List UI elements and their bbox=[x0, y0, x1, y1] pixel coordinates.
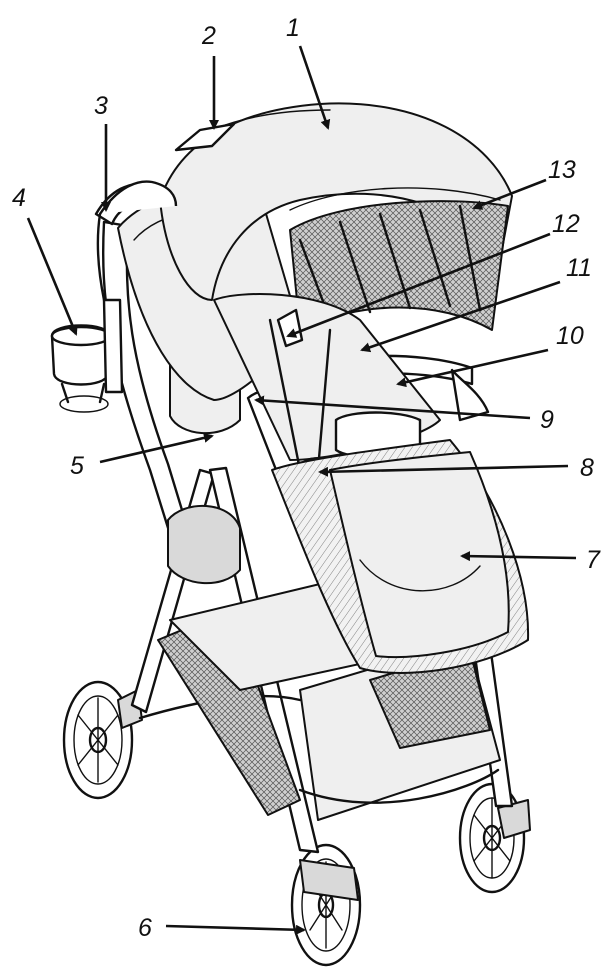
callout-12: 12 bbox=[286, 210, 580, 338]
callout-7: 7 bbox=[460, 546, 601, 574]
handlebar bbox=[96, 180, 178, 302]
callout-13: 13 bbox=[472, 156, 576, 210]
callout-label: 7 bbox=[586, 546, 601, 574]
cup-holder bbox=[50, 298, 124, 413]
callout-2: 2 bbox=[201, 22, 219, 130]
callout-1: 1 bbox=[286, 14, 331, 130]
callout-5: 5 bbox=[70, 432, 214, 480]
callout-label: 5 bbox=[70, 452, 84, 480]
callout-label: 12 bbox=[552, 210, 580, 238]
foot-cover bbox=[271, 439, 530, 674]
callout-3: 3 bbox=[94, 92, 111, 212]
callout-label: 10 bbox=[556, 322, 584, 350]
callout-11: 11 bbox=[360, 254, 592, 353]
stroller-illustration bbox=[50, 102, 531, 967]
callout-label: 11 bbox=[566, 254, 592, 282]
callout-10: 10 bbox=[396, 322, 584, 388]
canopy bbox=[159, 102, 513, 331]
rear-right-wheel bbox=[458, 782, 531, 894]
callout-4: 4 bbox=[12, 184, 78, 336]
callout-label: 2 bbox=[201, 22, 216, 50]
callout-label: 8 bbox=[580, 454, 594, 482]
rear-left-wheel bbox=[62, 680, 143, 800]
callout-label: 6 bbox=[138, 914, 152, 942]
front-wheel bbox=[290, 843, 362, 967]
callout-label: 1 bbox=[286, 14, 300, 42]
callout-6: 6 bbox=[138, 914, 306, 942]
callout-label: 4 bbox=[12, 184, 26, 212]
callout-label: 3 bbox=[94, 92, 108, 120]
callout-label: 13 bbox=[548, 156, 576, 184]
callouts: 1 2 3 4 5 6 7 8 bbox=[12, 14, 601, 942]
callout-label: 9 bbox=[540, 406, 554, 434]
callout-9: 9 bbox=[254, 395, 554, 434]
callout-8: 8 bbox=[318, 454, 594, 482]
